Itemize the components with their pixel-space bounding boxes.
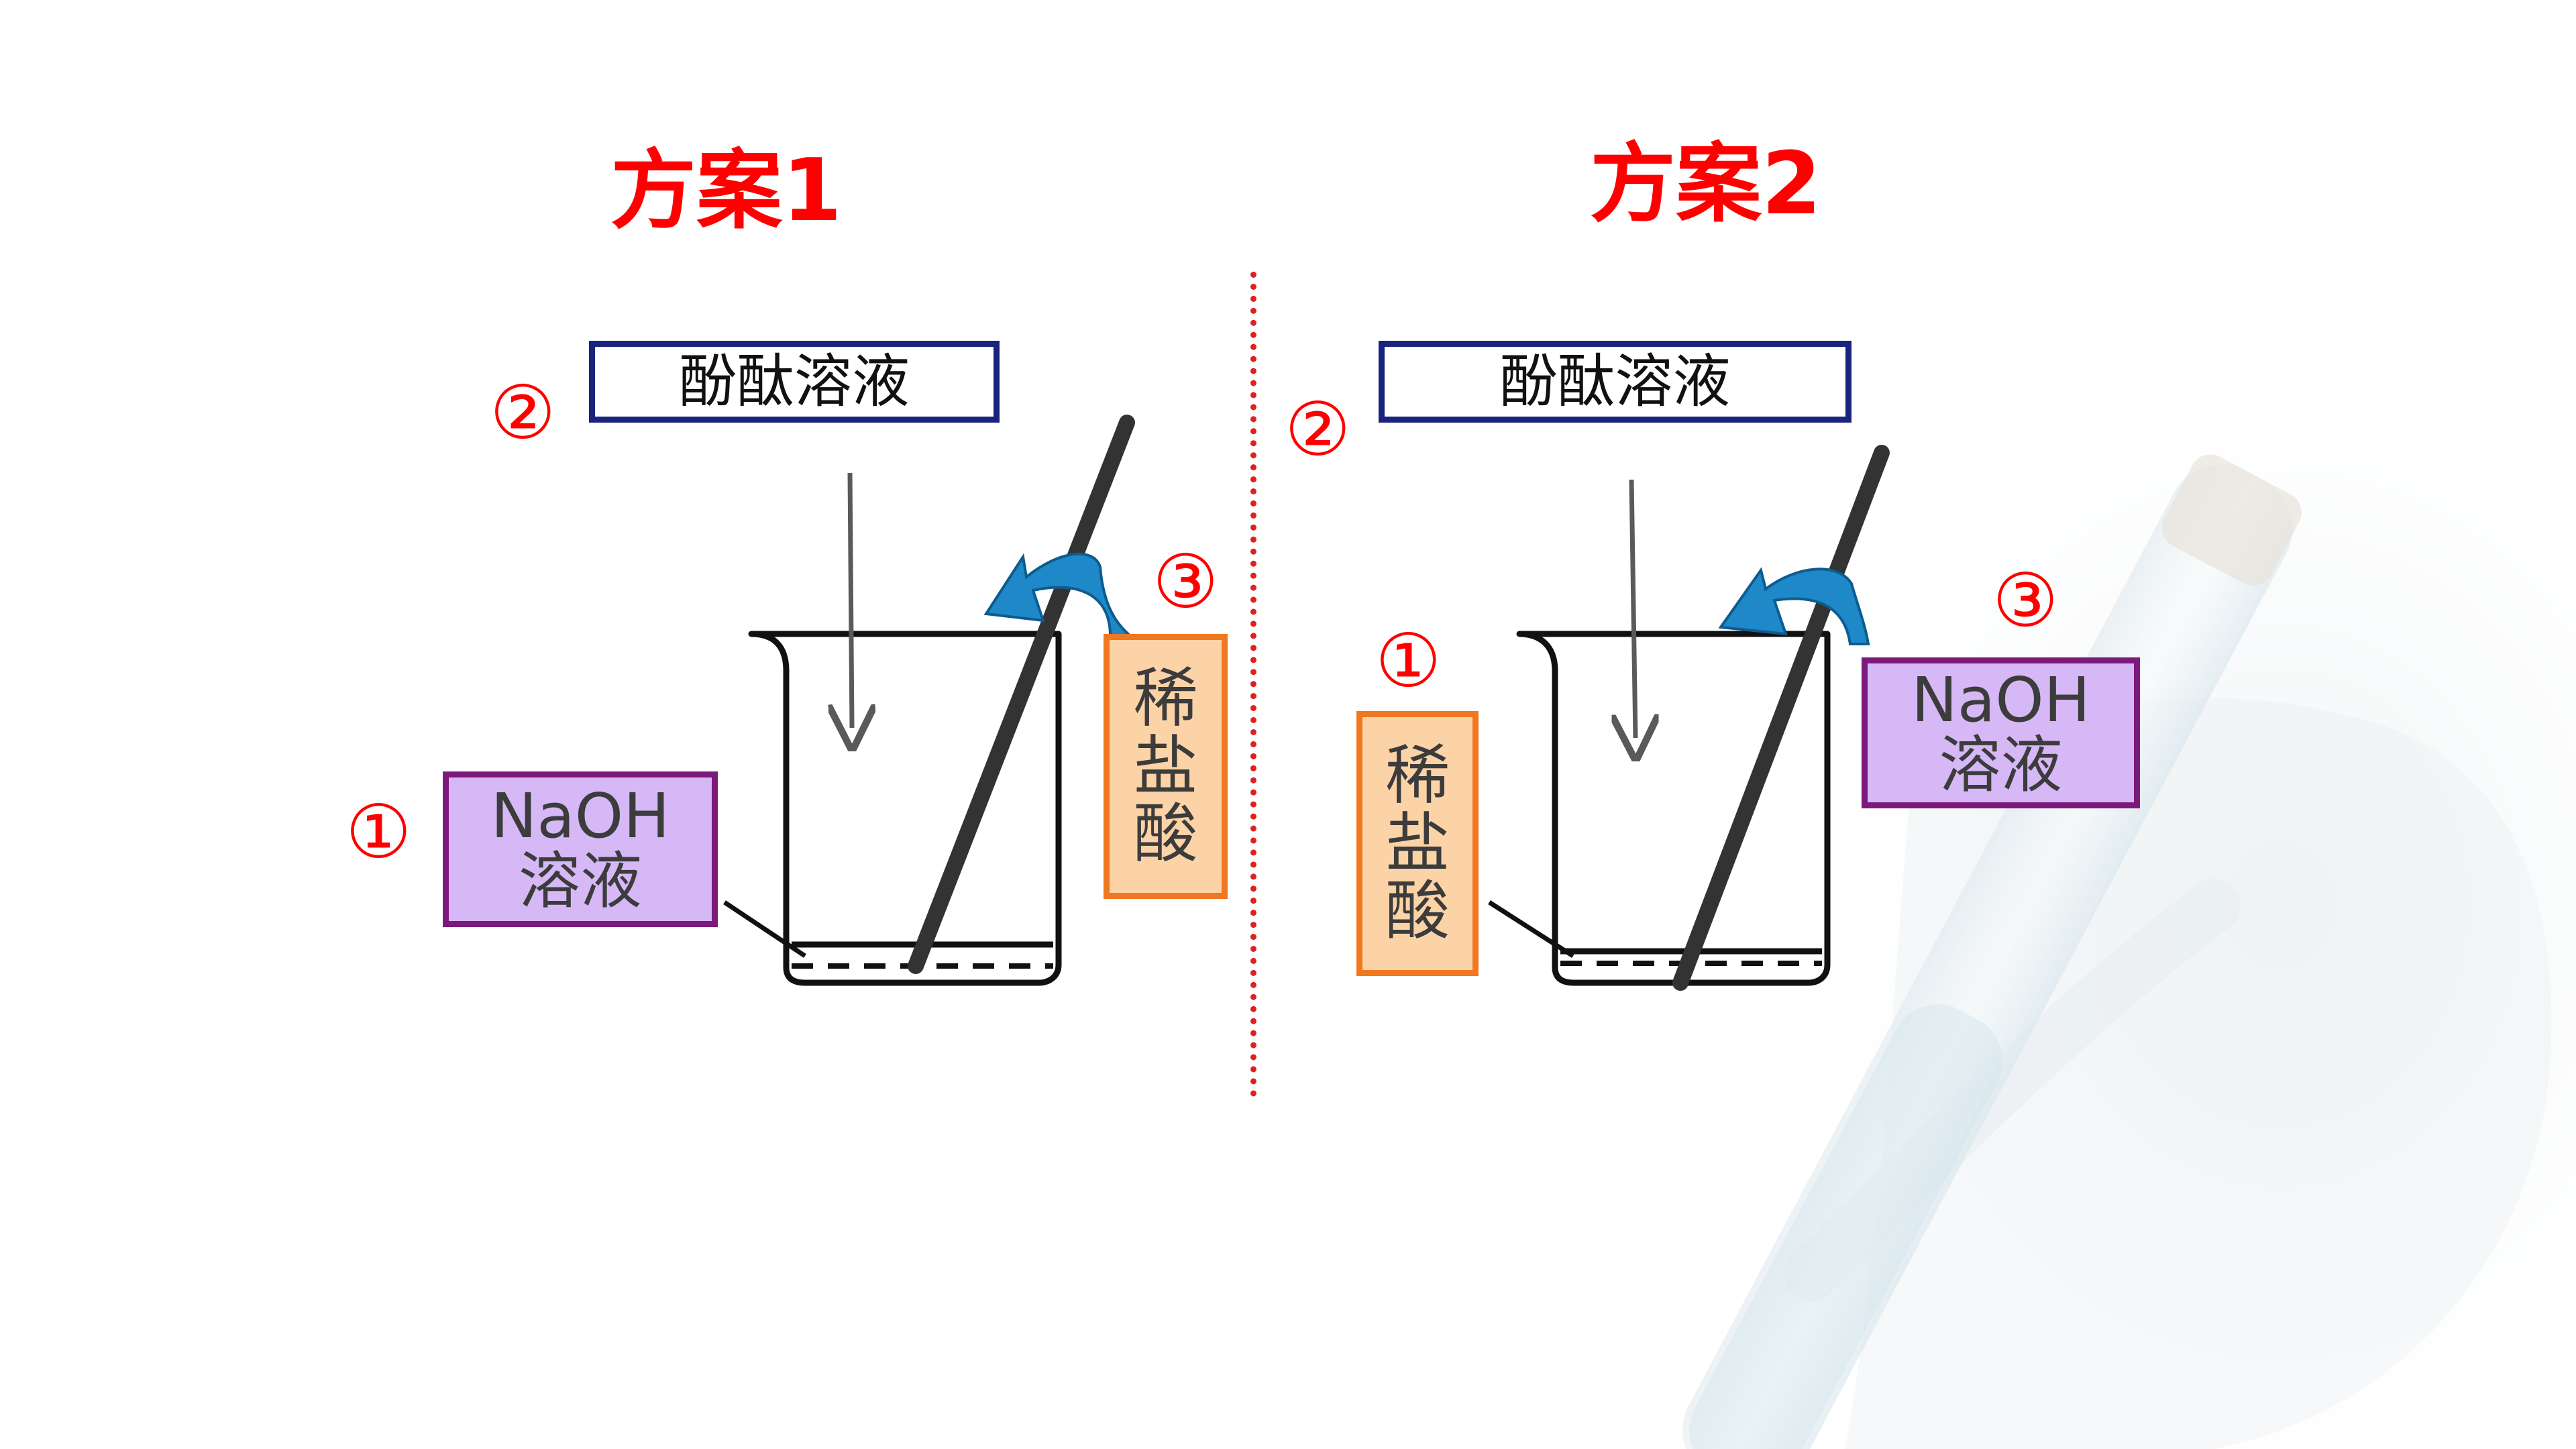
scheme1-naoh-box: NaOH 溶液 [443, 771, 718, 927]
scheme1-dropper-arrow-icon [850, 472, 852, 728]
scheme2-step-3-marker: ③ [1992, 557, 2059, 643]
scheme2-acid-line1: 稀 [1385, 738, 1450, 814]
scheme2-step-2-marker: ② [1285, 386, 1351, 472]
scheme1-step-1-marker: ① [345, 789, 412, 875]
scheme2-title: 方案2 [1590, 134, 1822, 234]
scheme2-naoh-box: NaOH 溶液 [1862, 657, 2140, 808]
scheme2-dropper-arrow-icon [1631, 479, 1635, 738]
scheme1-title: 方案1 [610, 141, 843, 241]
scheme1-naoh-line1: NaOH [490, 780, 670, 853]
scheme1-step-2-marker: ② [490, 370, 556, 455]
scheme2-phenolphthalein-label: 酚酞溶液 [1499, 347, 1731, 415]
scheme2-acid-box: 稀 盐 酸 [1356, 711, 1479, 976]
scheme2-step-1-marker: ① [1375, 618, 1442, 704]
scheme1-step-3-marker: ③ [1152, 539, 1219, 625]
scheme1-naoh-line2: 溶液 [518, 845, 642, 917]
scheme2-acid-line3: 酸 [1385, 873, 1450, 949]
scheme2-beaker-icon [1516, 631, 1831, 986]
scheme1-glass-rod-icon [908, 415, 1135, 974]
scheme2-glass-rod-icon [1672, 445, 1890, 991]
scheme1-phenolphthalein-box: 酚酞溶液 [589, 341, 1000, 423]
scheme1-phenolphthalein-label: 酚酞溶液 [679, 347, 910, 415]
scheme1-beaker-icon [748, 631, 1062, 986]
scheme2-pointer-line [1488, 900, 1574, 958]
scheme1-acid-line3: 酸 [1133, 796, 1198, 871]
scheme1-acid-box: 稀 盐 酸 [1104, 634, 1228, 899]
scheme2-phenolphthalein-box: 酚酞溶液 [1379, 341, 1851, 423]
scheme2-acid-line2: 盐 [1385, 806, 1450, 881]
scheme2-pour-arrow-icon [1718, 567, 1870, 645]
scheme-divider [1250, 272, 1256, 1097]
scheme2-naoh-line2: 溶液 [1939, 729, 2063, 801]
scheme1-pour-arrow-icon [983, 552, 1134, 637]
scheme2-naoh-line1: NaOH [1911, 663, 2090, 736]
scheme1-acid-line1: 稀 [1133, 661, 1198, 737]
scheme1-acid-line2: 盐 [1133, 729, 1198, 804]
scheme1-pointer-line [723, 900, 806, 958]
